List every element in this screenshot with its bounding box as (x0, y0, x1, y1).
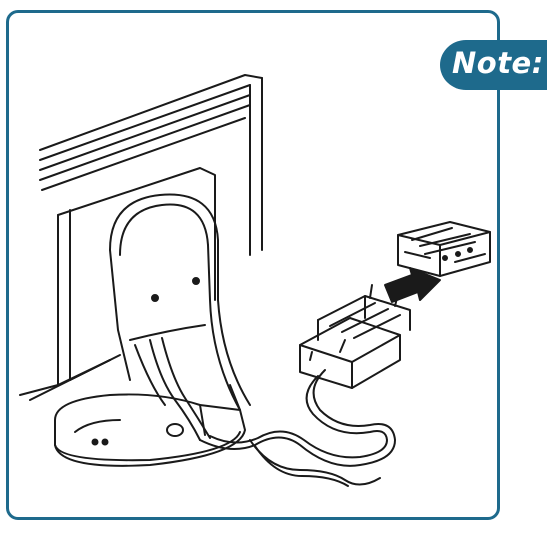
monitor-stand-drawing (110, 195, 250, 440)
note-label: Note: (452, 45, 544, 81)
monitor-base-drawing (55, 385, 245, 466)
connector-adapter-drawing (398, 222, 490, 276)
